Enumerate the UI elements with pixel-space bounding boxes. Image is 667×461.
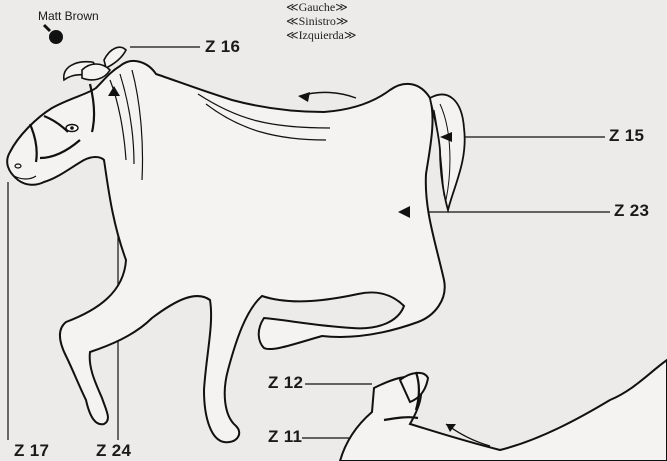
language-label-italian: ≪Sinistro≫ [286, 14, 348, 28]
language-label-french: ≪Gauche≫ [286, 0, 348, 14]
author-label: Matt Brown [38, 9, 99, 23]
callout-z23: Z 23 [614, 201, 649, 221]
callout-z12: Z 12 [268, 373, 303, 393]
callout-z24: Z 24 [96, 441, 131, 461]
callout-z11: Z 11 [268, 427, 302, 447]
language-label-spanish: ≪Izquierda≫ [286, 28, 356, 42]
callout-z16: Z 16 [205, 37, 240, 57]
callout-z15: Z 15 [609, 126, 644, 146]
callout-z17: Z 17 [14, 441, 49, 461]
location-pin-icon [49, 30, 63, 44]
